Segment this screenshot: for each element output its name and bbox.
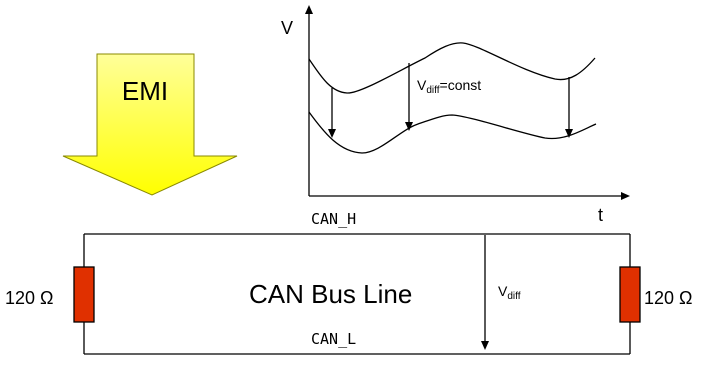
bus-vdiff-label: Vdiff xyxy=(498,283,521,302)
left-resistor-label: 120 Ω xyxy=(5,288,54,308)
diff-arrow-2-head xyxy=(405,122,413,131)
emi-arrow xyxy=(62,53,238,196)
right-resistor xyxy=(619,266,641,323)
bus-vdiff-arrowhead xyxy=(481,341,489,350)
diff-arrow-3-head xyxy=(565,129,573,138)
graph-y-label: V xyxy=(281,18,293,38)
can-l-waveform xyxy=(308,111,597,154)
can-h-label: CAN_H xyxy=(311,210,356,228)
left-resistor xyxy=(73,266,95,323)
emi-label: EMI xyxy=(122,76,168,106)
diff-arrow-1-head xyxy=(328,129,336,138)
graph-x-label: t xyxy=(598,205,603,225)
vdiff-const-label: Vdiff=const xyxy=(417,77,481,96)
can-l-label: CAN_L xyxy=(311,330,356,348)
right-resistor-label: 120 Ω xyxy=(644,288,693,308)
bus-line-title: CAN Bus Line xyxy=(249,279,412,309)
y-axis-arrowhead xyxy=(305,5,313,14)
can-h-waveform xyxy=(308,42,596,94)
x-axis-arrowhead xyxy=(621,192,630,200)
